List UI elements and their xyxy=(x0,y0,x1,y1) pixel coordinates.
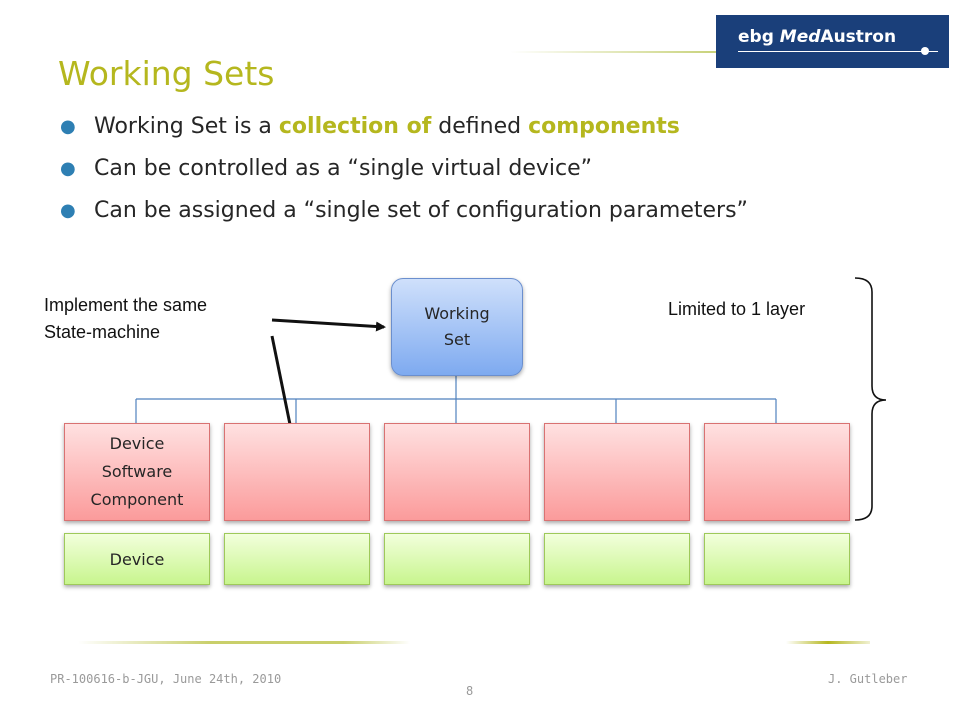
device-node xyxy=(544,533,690,585)
logo-wordmark: ebg MedAustron xyxy=(738,27,897,47)
highlight-text: collection of xyxy=(278,114,432,139)
device-node xyxy=(384,533,530,585)
page-number: 8 xyxy=(466,684,474,698)
component-node xyxy=(224,423,370,521)
bullet-dot-icon: ● xyxy=(60,158,76,179)
bullet-item: ●Can be controlled as a “single virtual … xyxy=(58,150,748,192)
tree-connector-lines xyxy=(135,375,777,423)
company-logo: ebg MedAustron xyxy=(716,15,949,68)
device-node: Device xyxy=(64,533,210,585)
working-set-label: Working Set xyxy=(424,304,490,349)
device-label: Device xyxy=(109,549,165,569)
logo-underline xyxy=(738,51,938,52)
footer-reference: PR-100616-b-JGU, June 24th, 2010 xyxy=(50,672,282,686)
state-machine-annotation: Implement the same State-machine xyxy=(44,295,208,342)
header-rule xyxy=(510,51,716,53)
slide-title: Working Sets xyxy=(58,54,275,93)
component-node xyxy=(384,423,530,521)
component-node xyxy=(704,423,850,521)
bullet-item: ●Can be assigned a “single set of config… xyxy=(58,192,748,234)
logo-dot xyxy=(921,47,929,55)
layer-limit-annotation: Limited to 1 layer xyxy=(668,299,806,319)
device-node xyxy=(704,533,850,585)
footer-author: J. Gutleber xyxy=(828,672,908,686)
highlight-text: components xyxy=(528,114,680,139)
bullet-dot-icon: ● xyxy=(60,200,76,221)
layer-bracket xyxy=(854,277,887,521)
component-label: Device Software Component xyxy=(90,434,184,509)
bullet-list: ●Working Set is a collection of defined … xyxy=(58,108,748,234)
component-node xyxy=(544,423,690,521)
footer-rule-right xyxy=(786,641,870,644)
bullet-item: ●Working Set is a collection of defined … xyxy=(58,108,748,150)
bullet-dot-icon: ● xyxy=(60,116,76,137)
footer-rule-left xyxy=(78,641,410,644)
component-node: Device Software Component xyxy=(64,423,210,521)
arrow-to-working-set xyxy=(271,318,386,332)
device-node xyxy=(224,533,370,585)
working-set-node: Working Set xyxy=(391,278,523,376)
